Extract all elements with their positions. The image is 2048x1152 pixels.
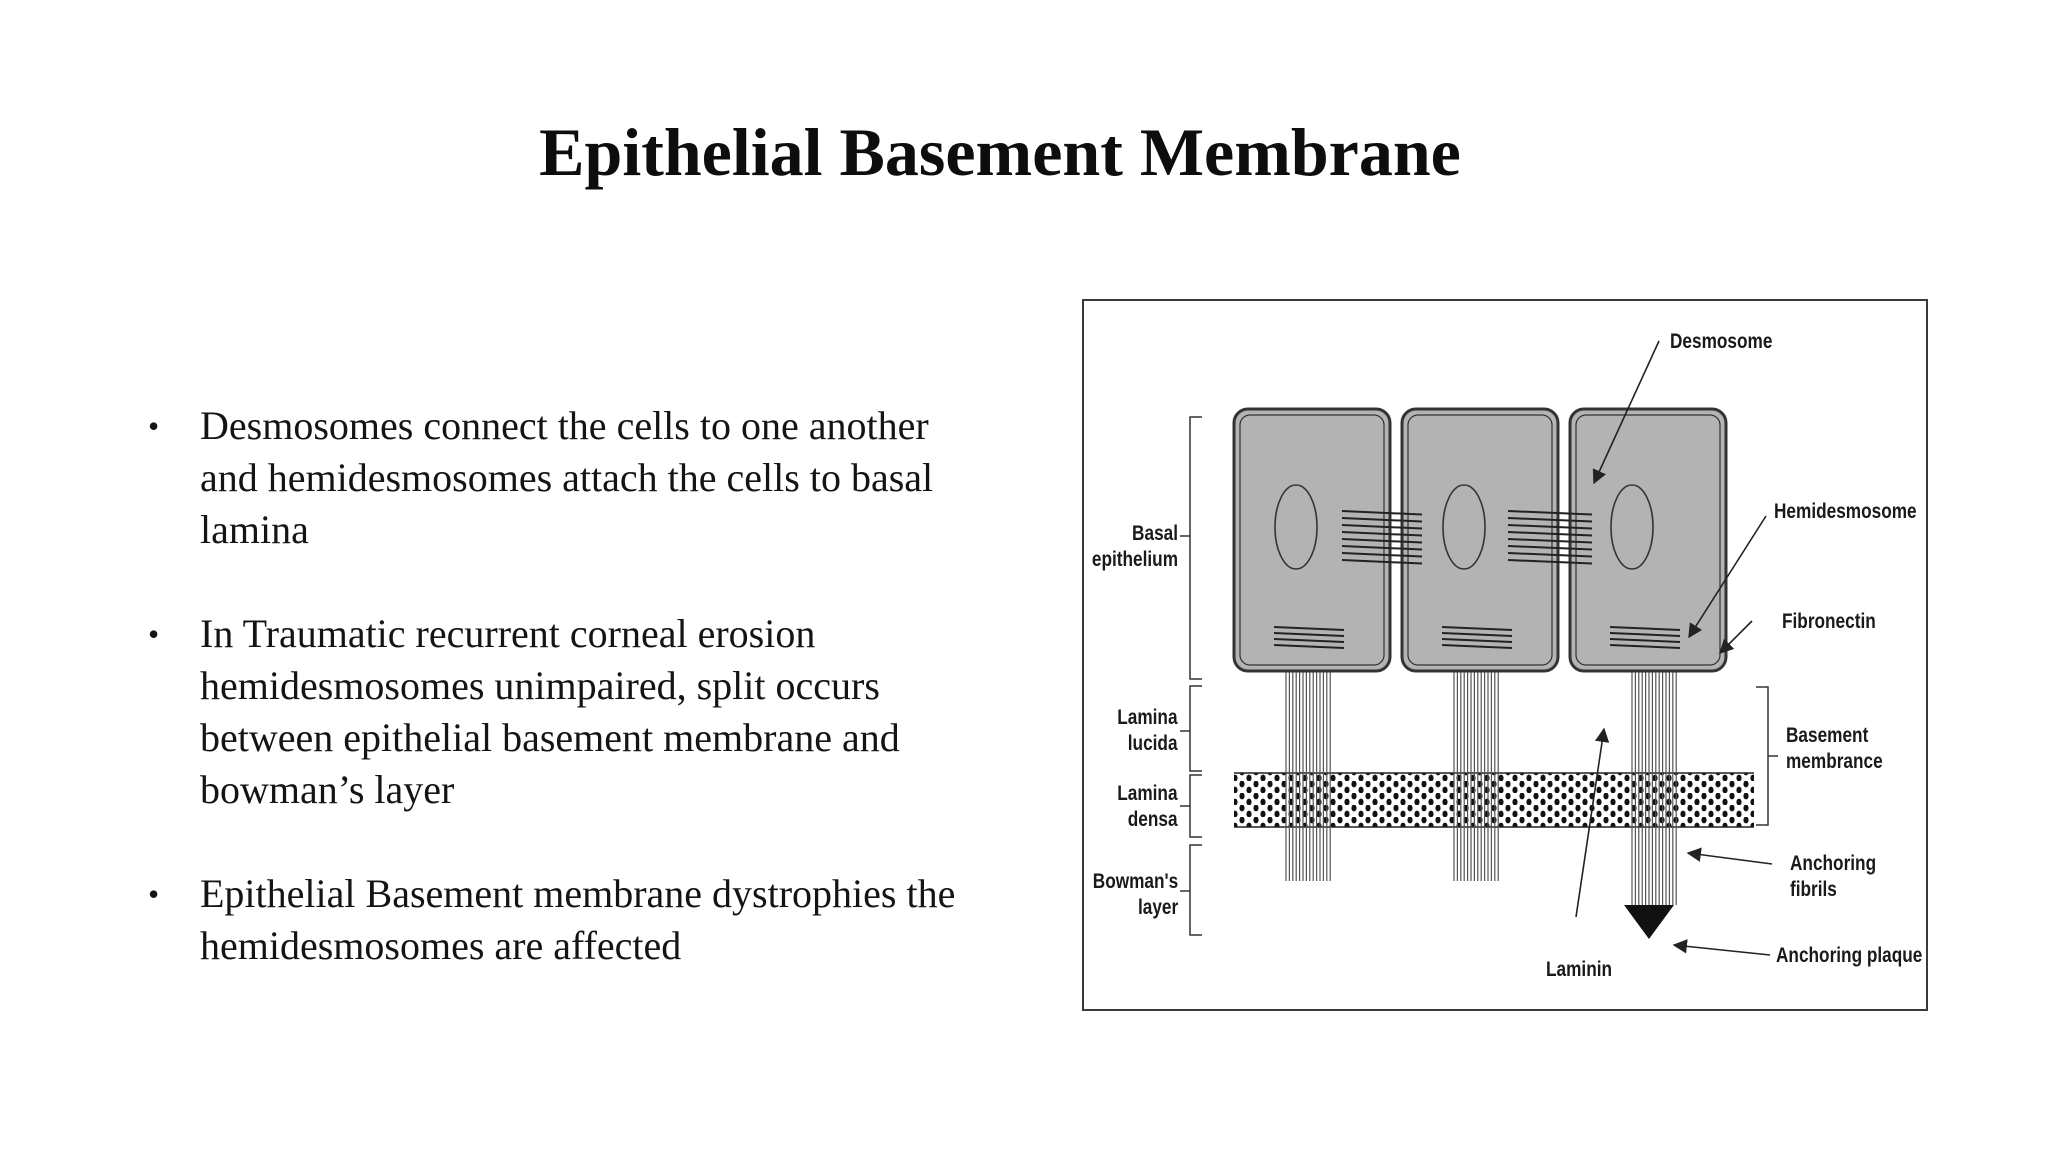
label-line: epithelium bbox=[1091, 548, 1178, 571]
anchoring-plaque-shape bbox=[1624, 905, 1674, 939]
slide-title: Epithelial Basement Membrane bbox=[539, 114, 1461, 190]
bullet-text: Desmosomes connect the cells to one anot… bbox=[200, 403, 934, 552]
label-line: Basement bbox=[1786, 724, 1869, 747]
label-anchoring-fibrils: Anchoring fibrils bbox=[1790, 851, 1876, 903]
epithelial-cells bbox=[1232, 407, 1728, 673]
label-desmosome: Desmosome bbox=[1670, 330, 1773, 353]
label-line: Bowman's bbox=[1092, 870, 1178, 893]
label-laminin: Laminin bbox=[1546, 958, 1613, 981]
label-hemidesmosome: Hemidesmosome bbox=[1774, 500, 1917, 523]
label-line: fibrils bbox=[1790, 878, 1837, 901]
label-line: Lamina bbox=[1117, 706, 1178, 729]
junction-zigzag bbox=[1441, 626, 1513, 649]
cell-body bbox=[1568, 407, 1728, 673]
cell-nucleus bbox=[1274, 484, 1318, 570]
bullet-item: • In Traumatic recurrent corneal erosion… bbox=[148, 608, 988, 816]
bullet-dot: • bbox=[148, 408, 160, 444]
brackets bbox=[1180, 416, 1778, 936]
bullet-text: In Traumatic recurrent corneal erosion h… bbox=[200, 611, 900, 812]
bullet-dot: • bbox=[148, 876, 160, 912]
bullet-text: Epithelial Basement membrane dystrophies… bbox=[200, 871, 956, 968]
label-basal-epithelium: Basal epithelium bbox=[1092, 521, 1178, 573]
cell-nucleus bbox=[1610, 484, 1654, 570]
basement-layer bbox=[1234, 772, 1754, 828]
junction-zigzag bbox=[1273, 626, 1345, 649]
label-basement-membrane: Basement membrance bbox=[1786, 723, 1883, 775]
cell-membrane bbox=[1575, 414, 1721, 666]
label-line: layer bbox=[1137, 896, 1178, 919]
arrows bbox=[1575, 340, 1773, 956]
bullet-list: • Desmosomes connect the cells to one an… bbox=[148, 400, 988, 1024]
label-fibronectin: Fibronectin bbox=[1782, 610, 1876, 633]
diagram-drawing bbox=[1180, 340, 1778, 956]
bullet-item: • Desmosomes connect the cells to one an… bbox=[148, 400, 988, 556]
junction-zigzag bbox=[1507, 510, 1593, 565]
label-line: Lamina bbox=[1117, 782, 1178, 805]
cell-nucleus bbox=[1442, 484, 1486, 570]
cell-body bbox=[1232, 407, 1392, 673]
anchoring-fibrils bbox=[1285, 671, 1677, 905]
label-line: Anchoring bbox=[1790, 852, 1877, 875]
junction-zigzag bbox=[1609, 626, 1681, 649]
label-lamina-densa: Lamina densa bbox=[1118, 781, 1178, 833]
cell-body bbox=[1400, 407, 1560, 673]
label-line: lucida bbox=[1128, 732, 1178, 755]
label-line: membrance bbox=[1786, 750, 1883, 773]
label-line: Basal bbox=[1132, 522, 1178, 545]
bullet-item: • Epithelial Basement membrane dystrophi… bbox=[148, 868, 988, 972]
junction-zigzag bbox=[1341, 510, 1423, 565]
label-line: densa bbox=[1128, 808, 1178, 831]
label-lamina-lucida: Lamina lucida bbox=[1118, 705, 1178, 757]
basement-membrane-diagram: Desmosome Hemidesmosome Fibronectin Basa… bbox=[1082, 299, 1928, 1011]
bullet-dot: • bbox=[148, 616, 160, 652]
label-anchoring-plaque: Anchoring plaque bbox=[1776, 944, 1923, 967]
label-bowmans-layer: Bowman's layer bbox=[1093, 869, 1178, 921]
